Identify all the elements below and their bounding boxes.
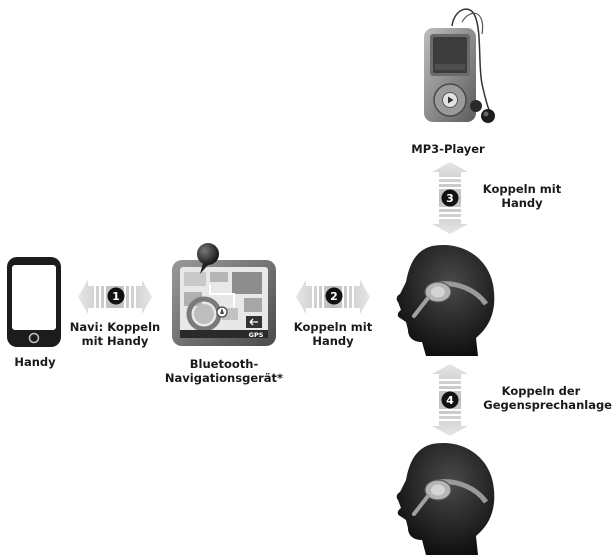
svg-text:3: 3: [446, 192, 454, 205]
mp3-player-label: MP3-Player: [411, 142, 485, 156]
step-badge-1: 1: [107, 287, 125, 305]
navigation-device-label: Bluetooth- Navigationsgerät*: [164, 357, 284, 385]
navigation-device-icon: GPS: [170, 242, 278, 348]
step-badge-3: 3: [441, 189, 459, 207]
connection-label-4: Koppeln der Gegensprechanlage: [483, 384, 612, 412]
connection-label-1: Navi: Koppeln mit Handy: [69, 320, 161, 348]
connection-label-2: Koppeln mit Handy: [293, 320, 373, 348]
phone-label: Handy: [14, 355, 56, 369]
step-badge-4: 4: [441, 391, 459, 409]
smartphone-icon: [6, 256, 62, 348]
svg-text:GPS: GPS: [249, 331, 264, 339]
connection-label-3: Koppeln mit Handy: [482, 182, 562, 210]
step-badge-2: 2: [325, 287, 343, 305]
mp3-player-icon: [402, 4, 498, 132]
rider-head-bottom-icon: [392, 440, 500, 555]
svg-text:4: 4: [446, 394, 454, 407]
rider-head-top-icon: [392, 242, 500, 358]
svg-text:2: 2: [330, 290, 338, 303]
svg-text:1: 1: [112, 290, 120, 303]
